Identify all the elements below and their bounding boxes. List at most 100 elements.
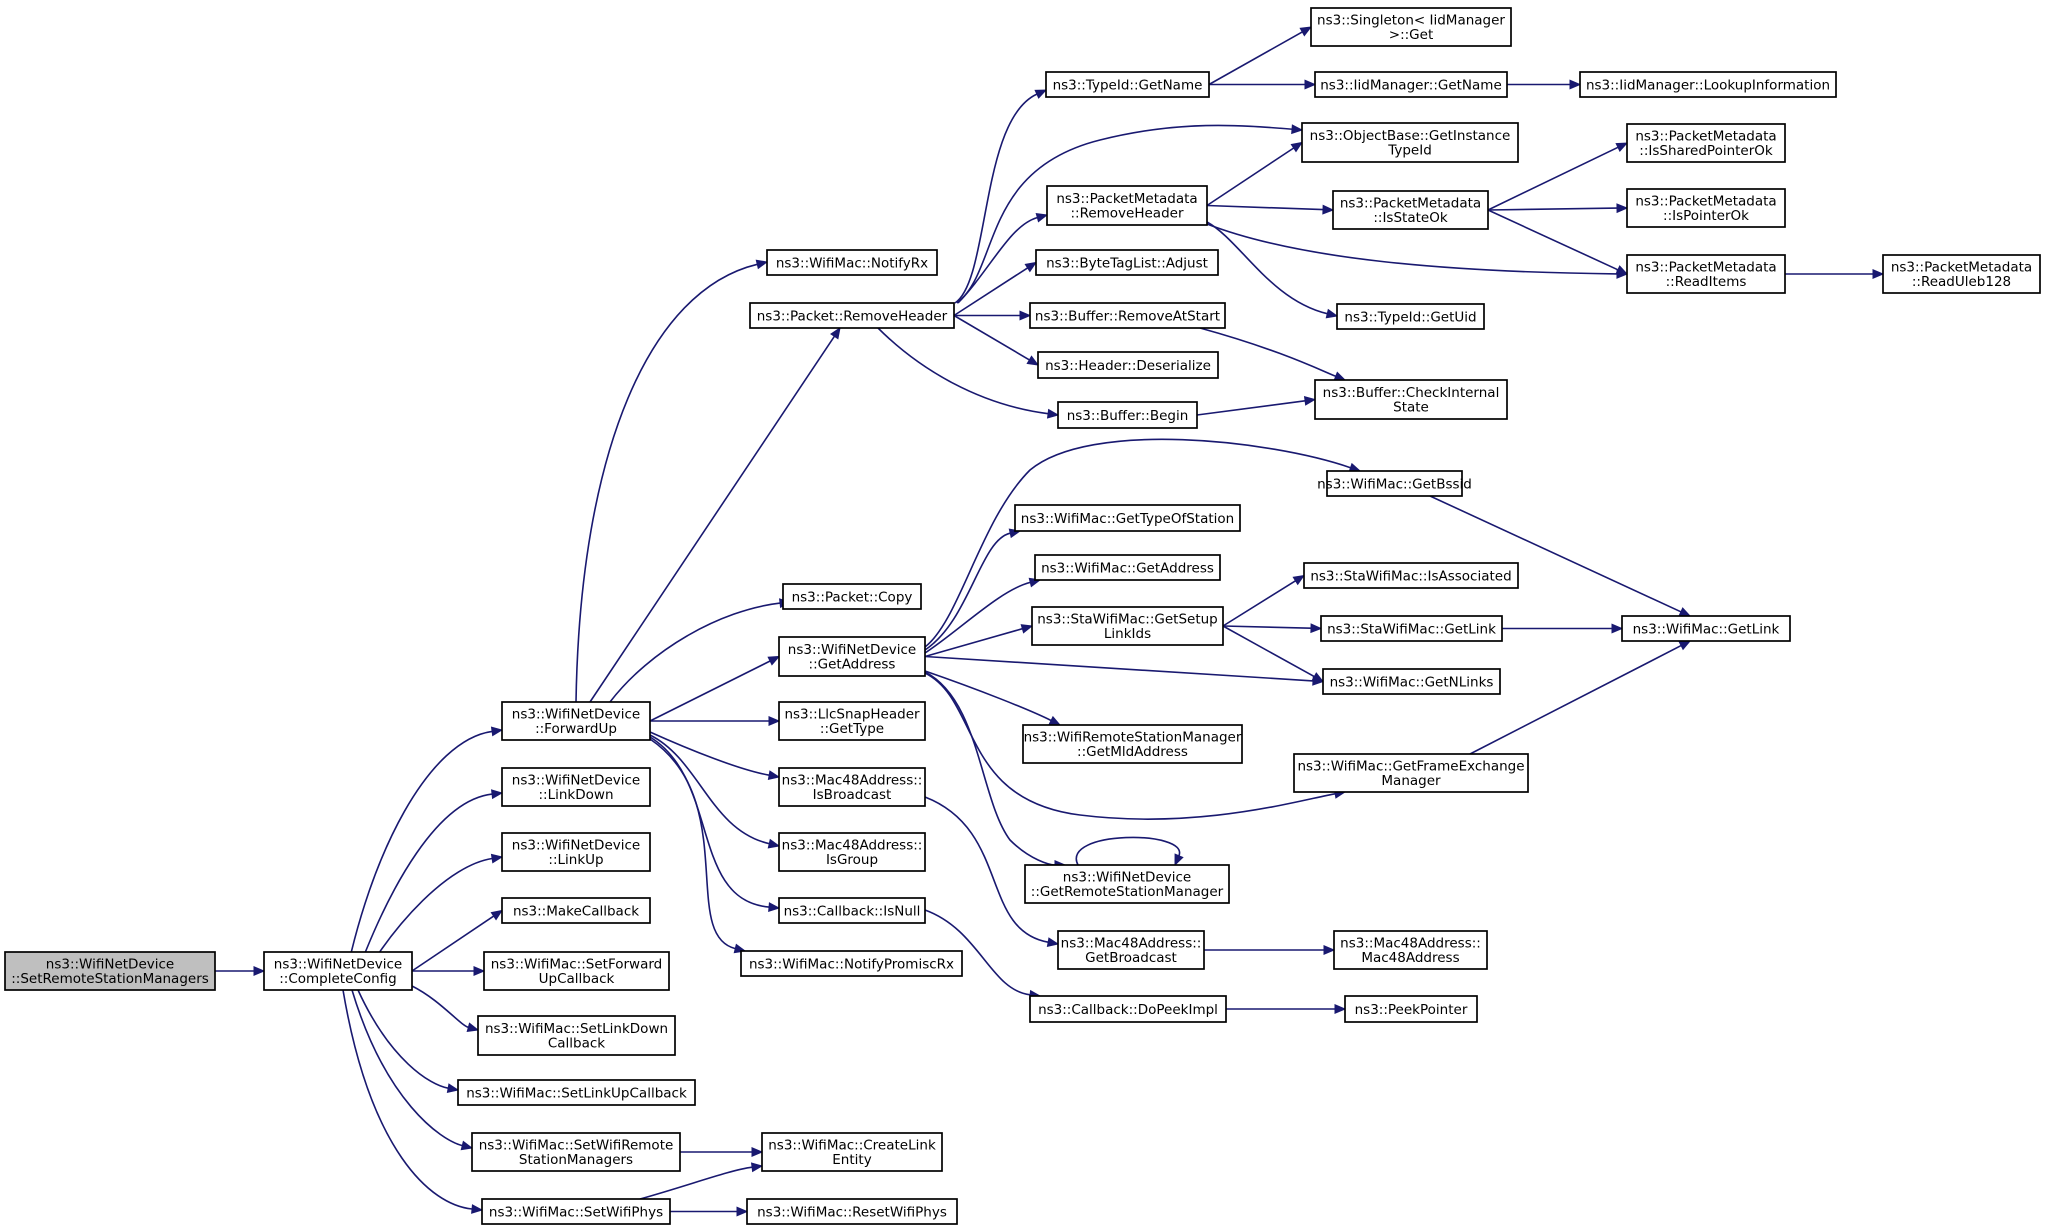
node-getNLinks[interactable]: ns3::WifiMac::GetNLinks: [1322, 668, 1501, 695]
node-typeIdGetName[interactable]: ns3::TypeId::GetName: [1045, 71, 1210, 98]
node-byteTagListAdjust[interactable]: ns3::ByteTagList::Adjust: [1035, 249, 1219, 276]
edge-completeConfig-to-setWifiRemoteStationManagers: [351, 989, 474, 1151]
node-packetRemoveHeader[interactable]: ns3::Packet::RemoveHeader: [749, 302, 955, 329]
edge-line: [1487, 209, 1619, 271]
node-wndGetAddress[interactable]: ns3::WifiNetDevice::GetAddress: [778, 636, 926, 677]
node-getBssid[interactable]: ns3::WifiMac::GetBssid: [1317, 470, 1472, 497]
node-resetWifiPhys[interactable]: ns3::WifiMac::ResetWifiPhys: [746, 1198, 958, 1225]
node-box: [1024, 864, 1230, 904]
edge-staGetSetupLinkIds-to-staIsAssociated: [1222, 574, 1306, 627]
edge-line: [1429, 495, 1682, 613]
node-label: IsGroup: [826, 852, 878, 868]
node-box: [1029, 302, 1226, 329]
node-label: ns3::ObjectBase::GetInstance: [1310, 128, 1511, 144]
node-box: [1322, 668, 1501, 695]
node-label: Manager: [1381, 773, 1441, 789]
node-pmIsSharedPointerOk[interactable]: ns3::PacketMetadata::IsSharedPointerOk: [1626, 123, 1786, 163]
node-bufferRemoveAtStart[interactable]: ns3::Buffer::RemoveAtStart: [1029, 302, 1226, 329]
edge-arrowhead: [490, 726, 504, 737]
edge-line: [924, 627, 1023, 658]
node-label: ns3::Callback::DoPeekImpl: [1038, 1002, 1218, 1018]
edge-forwardUp-to-wndGetAddress: [649, 655, 781, 722]
node-getMldAddress[interactable]: ns3::WifiRemoteStationManager::GetMldAdd…: [1022, 724, 1243, 764]
node-root[interactable]: ns3::WifiNetDevice::SetRemoteStationMana…: [4, 951, 216, 991]
node-doPeekImpl[interactable]: ns3::Callback::DoPeekImpl: [1029, 995, 1227, 1023]
node-isGroup[interactable]: ns3::Mac48Address::IsGroup: [778, 832, 926, 872]
node-notifyRx[interactable]: ns3::WifiMac::NotifyRx: [766, 249, 938, 276]
node-label: ns3::WifiMac::GetBssid: [1317, 476, 1472, 492]
node-cbIsNull[interactable]: ns3::Callback::IsNull: [778, 897, 926, 924]
edge-forwardUp-to-llcGetType: [650, 716, 781, 726]
node-completeConfig[interactable]: ns3::WifiNetDevice::CompleteConfig: [263, 951, 413, 991]
node-box: [1320, 615, 1503, 642]
edge-bufferBegin-to-bufferCheckInternalState: [1196, 395, 1317, 416]
node-mac48Address[interactable]: ns3::Mac48Address::Mac48Address: [1333, 930, 1488, 970]
edge-line: [1206, 223, 1618, 275]
edge-arrowhead: [1026, 355, 1040, 366]
edge-forwardUp-to-packetCopy: [609, 598, 792, 703]
node-staIsAssociated[interactable]: ns3::StaWifiMac::IsAssociated: [1303, 562, 1519, 589]
node-pmReadItems[interactable]: ns3::PacketMetadata::ReadItems: [1626, 254, 1786, 294]
node-getTypeOfStation[interactable]: ns3::WifiMac::GetTypeOfStation: [1014, 504, 1241, 532]
node-setWifiPhys[interactable]: ns3::WifiMac::SetWifiPhys: [481, 1198, 671, 1225]
node-label: ns3::Packet::RemoveHeader: [757, 308, 948, 324]
edge-getBroadcast-to-mac48Address: [1204, 945, 1336, 955]
node-lookupInformation[interactable]: ns3::IidManager::LookupInformation: [1579, 71, 1837, 98]
edge-forwardUp-to-isGroup: [649, 734, 781, 849]
node-label: ns3::IidManager::LookupInformation: [1586, 77, 1830, 93]
node-pmRemoveHeader[interactable]: ns3::PacketMetadata::RemoveHeader: [1046, 185, 1208, 226]
edge-iidGetName-to-lookupInformation: [1507, 79, 1582, 90]
node-pmReadUleb128[interactable]: ns3::PacketMetadata::ReadUleb128: [1882, 254, 2041, 294]
node-makeCallback[interactable]: ns3::MakeCallback: [501, 897, 651, 924]
node-label: ns3::Mac48Address::: [1061, 936, 1202, 952]
node-notifyPromiscRx[interactable]: ns3::WifiMac::NotifyPromiscRx: [740, 950, 963, 977]
edge-pmRemoveHeader-to-pmIsStateOk: [1206, 204, 1335, 215]
node-label: ns3::PacketMetadata: [1635, 260, 1776, 276]
edge-line: [956, 124, 1293, 304]
node-peekPointer[interactable]: ns3::PeekPointer: [1344, 995, 1478, 1023]
edge-line: [877, 327, 1049, 415]
node-label: ns3::WifiMac::GetNLinks: [1330, 674, 1494, 690]
edge-line: [649, 738, 736, 950]
edge-arrowhead: [1292, 574, 1306, 586]
edge-forwardUp-to-notifyRx: [575, 259, 769, 703]
node-isBroadcast[interactable]: ns3::Mac48Address::IsBroadcast: [778, 767, 926, 807]
node-bufferBegin[interactable]: ns3::Buffer::Begin: [1057, 401, 1198, 429]
node-staGetLink[interactable]: ns3::StaWifiMac::GetLink: [1320, 615, 1503, 642]
edge-line: [649, 736, 770, 908]
node-label: ns3::LlcSnapHeader: [784, 707, 920, 723]
node-box: [1310, 7, 1512, 47]
node-wifiMacGetLink[interactable]: ns3::WifiMac::GetLink: [1621, 615, 1791, 642]
node-linkDown[interactable]: ns3::WifiNetDevice::LinkDown: [501, 767, 651, 807]
node-getBroadcast[interactable]: ns3::Mac48Address::GetBroadcast: [1057, 930, 1205, 970]
node-pmIsStateOk[interactable]: ns3::PacketMetadata::IsStateOk: [1332, 190, 1489, 230]
node-getRemoteStationManager[interactable]: ns3::WifiNetDevice::GetRemoteStationMana…: [1024, 864, 1230, 904]
edges-layer: [215, 26, 1885, 1217]
node-iidGetName[interactable]: ns3::IidManager::GetName: [1314, 71, 1508, 98]
node-label: Entity: [832, 1152, 871, 1168]
node-headerDeserialize[interactable]: ns3::Header::Deserialize: [1037, 351, 1219, 379]
node-forwardUp[interactable]: ns3::WifiNetDevice::ForwardUp: [501, 701, 651, 741]
node-setLinkUpCallback[interactable]: ns3::WifiMac::SetLinkUpCallback: [457, 1079, 696, 1106]
node-linkUp[interactable]: ns3::WifiNetDevice::LinkUp: [501, 832, 651, 872]
node-label: ::GetType: [820, 721, 884, 737]
edge-pmIsStateOk-to-pmReadItems: [1487, 209, 1629, 275]
node-label: ns3::TypeId::GetName: [1053, 77, 1203, 93]
node-typeIdGetUid[interactable]: ns3::TypeId::GetUid: [1336, 303, 1485, 330]
node-label: ns3::PeekPointer: [1355, 1002, 1468, 1018]
edge-arrowhead: [768, 902, 781, 912]
node-packetCopy[interactable]: ns3::Packet::Copy: [782, 583, 922, 610]
node-singletonGet[interactable]: ns3::Singleton< IidManager>::Get: [1310, 7, 1512, 47]
node-macGetAddress[interactable]: ns3::WifiMac::GetAddress: [1034, 554, 1221, 581]
node-setWifiRemoteStationManagers[interactable]: ns3::WifiMac::SetWifiRemoteStationManage…: [471, 1132, 681, 1172]
node-pmIsPointerOk[interactable]: ns3::PacketMetadata::IsPointerOk: [1626, 188, 1786, 228]
node-llcGetType[interactable]: ns3::LlcSnapHeader::GetType: [778, 701, 926, 741]
edge-line: [1469, 644, 1682, 755]
